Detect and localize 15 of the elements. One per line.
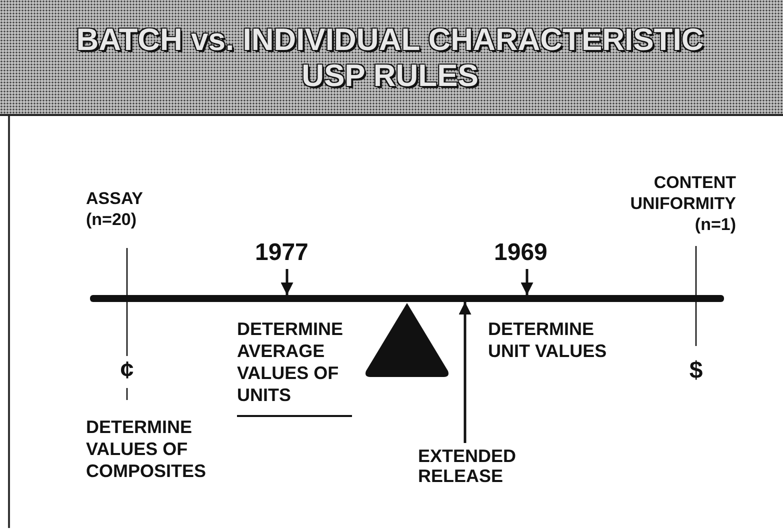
arrow (458, 302, 472, 443)
note-text: DETERMINE AVERAGE VALUES OF UNITS (237, 318, 344, 406)
note-text: DETERMINE UNIT VALUES (488, 318, 608, 362)
measure-label: CONTENT UNIFORMITY (n=1) (629, 172, 736, 235)
arrow (520, 269, 534, 295)
note-text: DETERMINE VALUES OF COMPOSITES (86, 416, 208, 482)
year-label: 1977 (255, 240, 319, 266)
measure-label: ASSAY (n=20) (86, 188, 144, 230)
dollar-symbol: $ (688, 357, 704, 385)
balance-beam (90, 295, 724, 302)
arrow-caption: EXTENDED RELEASE (418, 446, 548, 486)
arrow (280, 269, 294, 295)
year-label: 1969 (494, 240, 560, 266)
cent-symbol: ¢ (119, 357, 135, 385)
fulcrum-triangle (364, 302, 450, 378)
